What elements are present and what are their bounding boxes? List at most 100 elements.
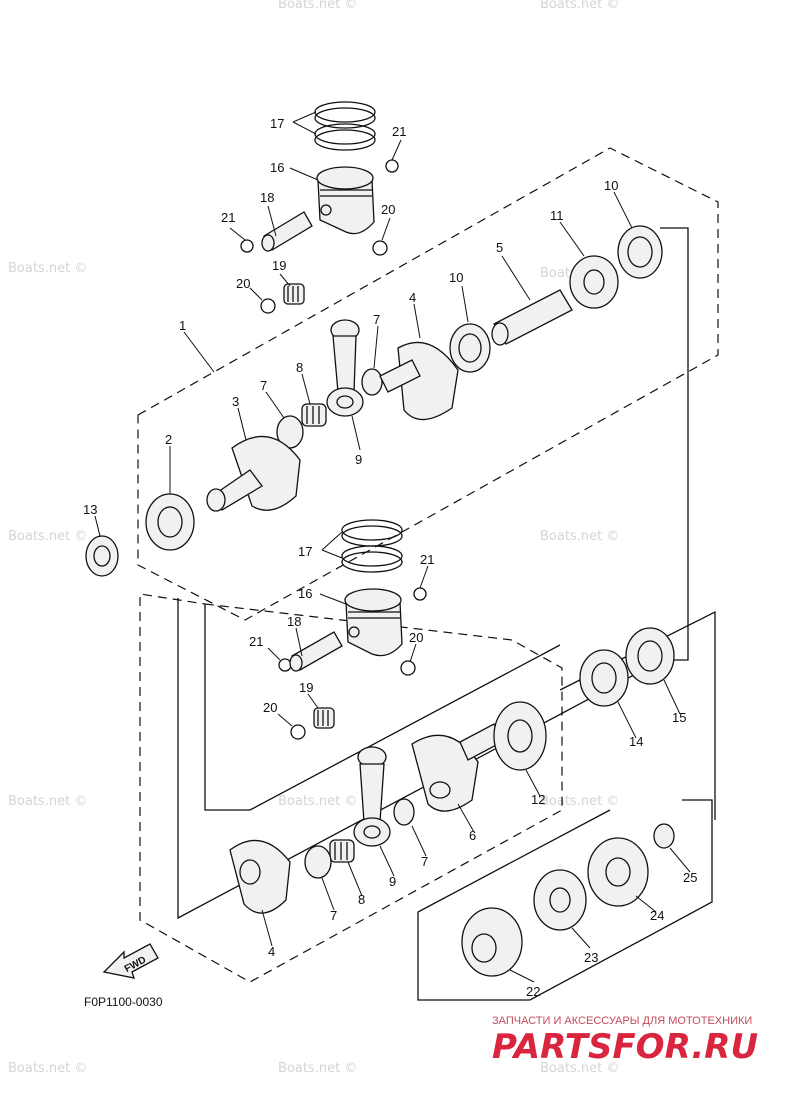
callout: 16: [298, 586, 312, 601]
piston: [344, 588, 403, 657]
needle-bearing: [283, 283, 305, 305]
callout: 8: [296, 360, 303, 375]
watermark: Boats.net ©: [278, 0, 357, 12]
callout: 18: [260, 190, 274, 205]
diagram-code: F0P1100-0030: [84, 995, 163, 1009]
connecting-rod: [353, 746, 391, 847]
watermark: Boats.net ©: [278, 1061, 357, 1076]
washer: [372, 240, 388, 256]
needle-bearing-big-end: [329, 839, 355, 863]
callout: 11: [550, 208, 564, 223]
watermark: Boats.net ©: [8, 1061, 87, 1076]
callout: 10: [449, 270, 463, 285]
rubber-damper: [533, 869, 587, 931]
thrust-washer: [361, 368, 383, 396]
labyrinth-seal: [569, 255, 619, 309]
assembly-outlines: [137, 147, 719, 1001]
callout: 18: [287, 614, 301, 629]
circlip: [413, 587, 427, 601]
callout: 20: [236, 276, 250, 291]
callout: 20: [409, 630, 423, 645]
callout: 21: [420, 552, 434, 567]
flywheel-disc: [493, 701, 547, 771]
callout: 24: [650, 908, 664, 923]
main-bearing: [449, 323, 491, 373]
piston-rings: [314, 101, 376, 151]
crankshaft-web: [379, 341, 459, 421]
watermark: Boats.net ©: [540, 0, 619, 12]
upper-assembly: [85, 101, 663, 577]
callout: 22: [526, 984, 540, 999]
brand-watermark: ЗАПЧАСТИ И АКСЕССУАРЫ ДЛЯ МОТОТЕХНИКИ PA…: [492, 1015, 758, 1067]
watermark: Boats.net ©: [8, 529, 87, 544]
callout: 19: [272, 258, 286, 273]
callout: 21: [392, 124, 406, 139]
callout: 3: [232, 394, 239, 409]
piston-rings: [341, 519, 403, 573]
callout: 23: [584, 950, 598, 965]
washer: [260, 298, 276, 314]
main-bearing: [617, 225, 663, 279]
callout: 20: [381, 202, 395, 217]
piston: [316, 166, 375, 235]
thrust-washer: [393, 798, 415, 826]
callout: 10: [604, 178, 618, 193]
callout: 21: [249, 634, 263, 649]
callout: 20: [263, 700, 277, 715]
fwd-arrow-icon: FWD: [102, 943, 159, 979]
brand-subtitle: ЗАПЧАСТИ И АКСЕССУАРЫ ДЛЯ МОТОТЕХНИКИ: [492, 1015, 752, 1027]
oil-seal: [625, 627, 675, 685]
callout: 14: [629, 734, 643, 749]
coupling-hub: [587, 837, 649, 907]
piston-pin: [261, 211, 313, 252]
crankshaft-web: [411, 723, 503, 812]
leader-lines: [94, 111, 691, 983]
callout: 25: [683, 870, 697, 885]
callout: 4: [409, 290, 416, 305]
needle-bearing: [313, 707, 335, 729]
callouts-upper: 17 21 16 18 20 21 19 20 10 11 5 10 4 1 7…: [83, 116, 618, 517]
callout: 5: [496, 240, 503, 255]
crankshaft-web: [206, 435, 301, 512]
watermark: Boats.net ©: [540, 794, 619, 809]
callout: 15: [672, 710, 686, 725]
oil-seal: [85, 535, 119, 577]
washer: [653, 823, 675, 849]
callout: 17: [298, 544, 312, 559]
callout: 8: [358, 892, 365, 907]
callout: 7: [373, 312, 380, 327]
crankshaft-web: [229, 839, 291, 914]
callouts-lower: 17 21 16 18 21 20 19 20 15 14 12 6 7 9 8…: [249, 544, 697, 999]
thrust-washer: [304, 845, 332, 879]
watermark: Boats.net ©: [540, 1061, 619, 1076]
watermark: Boats.net ©: [540, 529, 619, 544]
coupling-hub: [461, 907, 523, 977]
connecting-rod: [326, 319, 364, 417]
callout: 1: [179, 318, 186, 333]
circlip: [240, 239, 254, 253]
callout: 7: [330, 908, 337, 923]
brand-logo: PARTSFOR.RU: [492, 1027, 758, 1067]
lower-assembly: [229, 519, 675, 977]
watermarks: Boats.net © Boats.net © Boats.net © Boat…: [8, 0, 619, 1076]
piston-pin: [289, 631, 343, 672]
callout: 4: [268, 944, 275, 959]
main-bearing: [579, 649, 629, 707]
callout: 7: [260, 378, 267, 393]
circlip: [278, 658, 292, 672]
needle-bearing-big-end: [301, 403, 327, 427]
watermark: Boats.net ©: [278, 794, 357, 809]
callout: 9: [389, 874, 396, 889]
washer: [400, 660, 416, 676]
callout: 13: [83, 502, 97, 517]
callout: 19: [299, 680, 313, 695]
main-bearing: [145, 493, 195, 551]
callout: 16: [270, 160, 284, 175]
crank-pin-shaft: [491, 289, 573, 346]
callout: 17: [270, 116, 284, 131]
watermark: Boats.net ©: [8, 261, 87, 276]
callout: 7: [421, 854, 428, 869]
callout: 9: [355, 452, 362, 467]
